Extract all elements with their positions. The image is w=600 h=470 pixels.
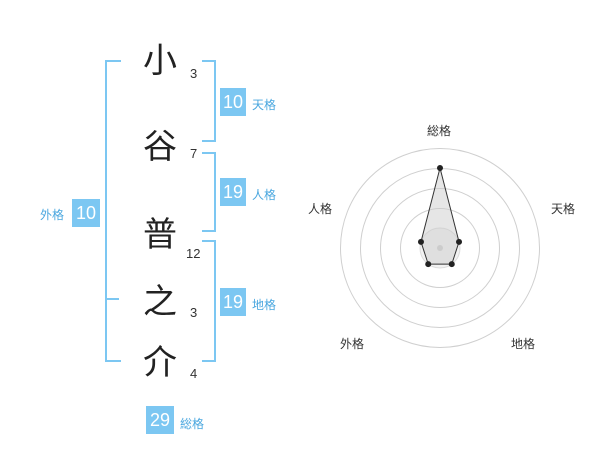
radar-label-jinkaku: 人格 [308,202,333,216]
radar-label-tenkaku: 天格 [551,202,576,216]
radar-point-1 [437,165,443,171]
radar-center [437,245,443,251]
stroke-count-4: 3 [190,305,198,320]
jinkaku-label: 人格 [252,188,277,202]
radar-point-3 [448,261,455,268]
gaikaku-value: 10 [72,199,100,227]
name-char-5: 介 [143,343,177,383]
tenkaku-label: 天格 [252,98,277,112]
tenkaku-bracket [202,60,216,142]
stroke-count-1: 3 [190,66,198,81]
gaikaku-bracket-divider [105,298,119,300]
tenkaku-value: 10 [220,88,246,116]
radar-point-2 [456,238,463,245]
chikaku-bracket [202,240,216,362]
stroke-count-5: 4 [190,366,198,381]
chikaku-value: 19 [220,288,246,316]
gaikaku-bracket [105,60,121,362]
jinkaku-bracket [202,152,216,232]
radar-ring [400,208,480,288]
radar-point-5 [417,238,424,245]
radar-label-chikaku: 地格 [511,337,536,351]
name-char-2: 谷 [143,127,177,167]
radar-label-soukaku: 総格 [427,124,452,138]
radar-ring [340,148,540,348]
radar-point-4 [425,261,432,268]
name-char-3: 普 [143,215,177,255]
radar-ring [380,188,500,308]
name-char-1: 小 [143,41,177,81]
name-char-4: 之 [143,282,177,322]
stroke-count-2: 7 [190,146,198,161]
gaikaku-label: 外格 [40,208,65,222]
soukaku-label: 総格 [180,417,205,431]
stroke-count-3: 12 [186,246,201,261]
jinkaku-value: 19 [220,178,246,206]
radar-polygon [420,167,460,265]
chikaku-label: 地格 [252,298,277,312]
soukaku-value: 29 [146,406,174,434]
radar-label-gaikaku: 外格 [340,337,365,351]
